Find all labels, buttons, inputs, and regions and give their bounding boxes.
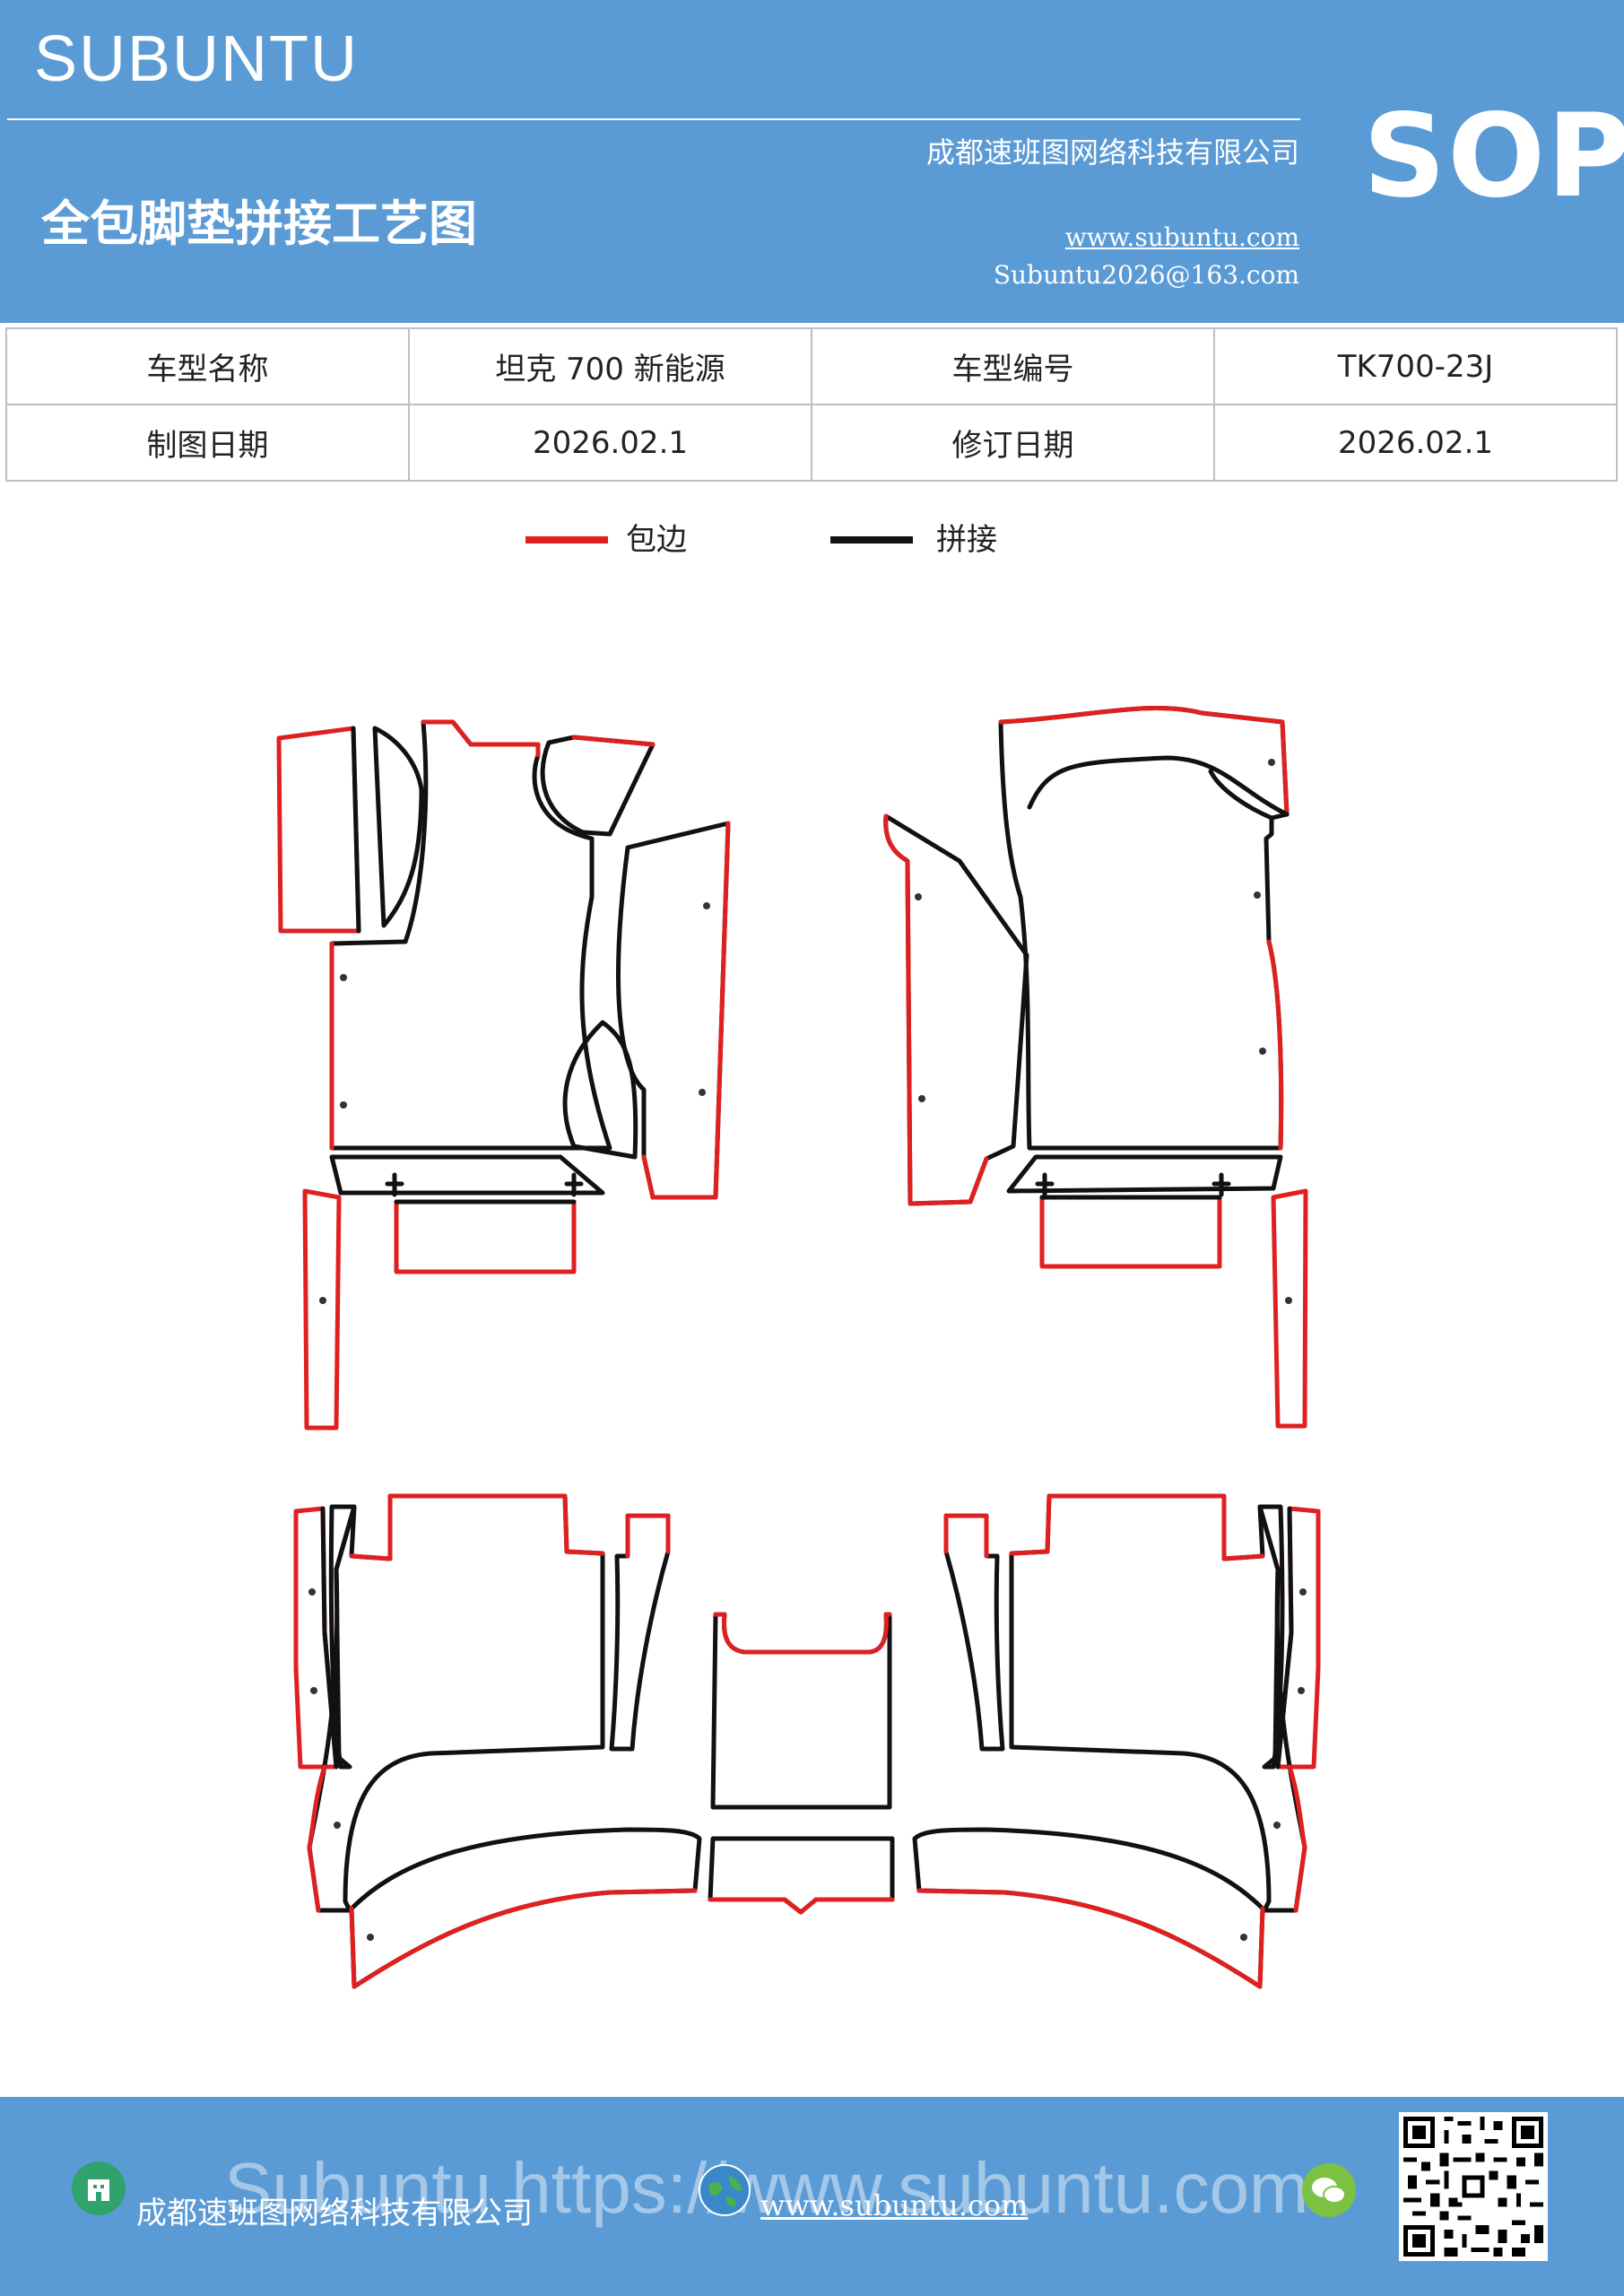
legend-label-edge: 包边 (626, 522, 687, 558)
legend-swatch-edge (525, 536, 608, 544)
front-left-mat-group (276, 719, 731, 1431)
table-cell: 2026.02.1 (1213, 404, 1618, 482)
wechat-icon (1302, 2163, 1356, 2217)
table-row: 制图日期 2026.02.1 修订日期 2026.02.1 (5, 404, 1618, 482)
mat-piece (1271, 1188, 1308, 1429)
website-link[interactable]: www.subuntu.com (1064, 222, 1299, 252)
footer-company: 成都速班图网络科技有限公司 (136, 2196, 533, 2231)
mat-seam (1035, 1172, 1231, 1197)
front-right-mat-group (883, 706, 1308, 1429)
globe-icon (699, 2164, 751, 2216)
legend: 包边 拼接 (0, 520, 1624, 574)
mat-edge (1266, 939, 1284, 1151)
mat-piece (394, 1199, 577, 1274)
mat-edge (708, 1897, 895, 1915)
mat-edge (1009, 1493, 1265, 1561)
info-table: 车型名称 坦克 700 新能源 车型编号 TK700-23J 制图日期 2026… (5, 327, 1618, 482)
mat-edge (349, 1888, 698, 1989)
mat-edge (349, 1493, 605, 1561)
header-banner: SUBUNTU 成都速班图网络科技有限公司 全包脚垫拼接工艺图 www.subu… (0, 0, 1624, 323)
table-cell: TK700-23J (1213, 327, 1618, 405)
mat-edge (916, 1888, 1265, 1989)
rear-left-mat-group (293, 1493, 702, 1989)
rear-right-mat-group (912, 1493, 1321, 1989)
mat-piece (710, 1612, 892, 1810)
qr-code (1399, 2112, 1548, 2261)
table-row: 车型名称 坦克 700 新能源 车型编号 TK700-23J (5, 327, 1618, 405)
mat-edge (421, 719, 541, 758)
mat-seam (385, 1172, 584, 1197)
mat-edge (883, 813, 989, 1206)
brand-logo-text: SUBUNTU (34, 23, 360, 95)
mat-piece (276, 726, 361, 934)
company-name: 成都速班图网络科技有限公司 (925, 135, 1299, 170)
mat-edge (1287, 1764, 1307, 1913)
mat-piece (562, 1020, 638, 1160)
mat-piece (943, 1513, 1005, 1752)
mat-edge (943, 1513, 989, 1559)
email-address: Subuntu2026@163.com (993, 260, 1299, 290)
mat-piece (329, 719, 612, 1151)
sop-badge: SOP (1363, 90, 1624, 223)
mat-edge (307, 1764, 327, 1913)
mat-seam (351, 726, 361, 934)
center-rear-mat-group (708, 1612, 895, 1915)
mat-piece (998, 706, 1290, 1151)
mat-piece (329, 1154, 605, 1196)
mat-edge (571, 735, 656, 747)
mat-edge (713, 1612, 892, 1655)
mat-piece (1009, 1493, 1307, 1913)
document-title: 全包脚垫拼接工艺图 (41, 196, 477, 252)
legend-swatch-seam (830, 536, 913, 544)
mat-piece (302, 1188, 342, 1431)
mat-edge (641, 821, 731, 1200)
mat-edge (625, 1513, 671, 1559)
mat-seam (1208, 769, 1274, 821)
mat-seam (1027, 755, 1290, 817)
mat-piece (1039, 1195, 1222, 1269)
mat-edge (998, 706, 1290, 817)
table-cell: 车型名称 (5, 327, 410, 405)
mat-piece (540, 735, 656, 837)
mat-piece (1006, 1154, 1283, 1194)
legend-label-seam: 拼接 (936, 522, 997, 558)
table-cell: 2026.02.1 (408, 404, 812, 482)
footer-website[interactable]: www.subuntu.com (760, 2188, 1029, 2222)
mat-piece (372, 726, 424, 928)
mat-piece (609, 1513, 671, 1752)
mat-piece (307, 1493, 605, 1913)
table-cell: 修订日期 (811, 404, 1215, 482)
header-divider (7, 118, 1300, 120)
building-icon (72, 2161, 126, 2215)
footer-watermark: Subuntu https://www.subuntu.com (224, 2148, 1309, 2228)
table-cell: 坦克 700 新能源 (408, 327, 812, 405)
table-cell: 车型编号 (811, 327, 1215, 405)
table-cell: 制图日期 (5, 404, 410, 482)
